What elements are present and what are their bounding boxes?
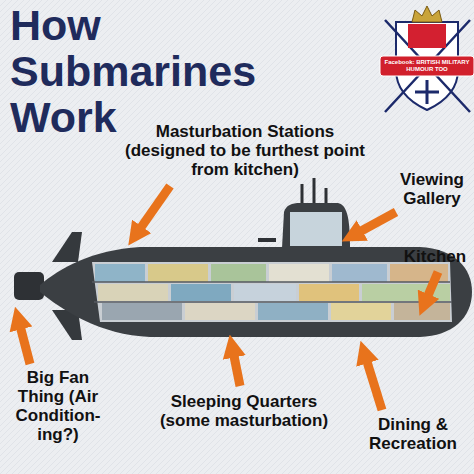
part-label: Big Fan Thing (Air Condition- ing?) bbox=[2, 368, 114, 444]
diagram-title: How Submarines Work bbox=[10, 2, 355, 140]
part-label: Sleeping Quarters (some masturbation) bbox=[146, 392, 342, 430]
part-label: Viewing Gallery bbox=[392, 170, 472, 208]
part-label: Kitchen bbox=[398, 247, 472, 266]
part-label: Dining & Recreation bbox=[356, 415, 470, 453]
logo bbox=[380, 6, 474, 112]
part-label: Masturbation Stations (designed to be fu… bbox=[122, 122, 368, 179]
watermark: Facebook: BRITISH MILITARY HUMOUR TOO bbox=[383, 59, 471, 73]
